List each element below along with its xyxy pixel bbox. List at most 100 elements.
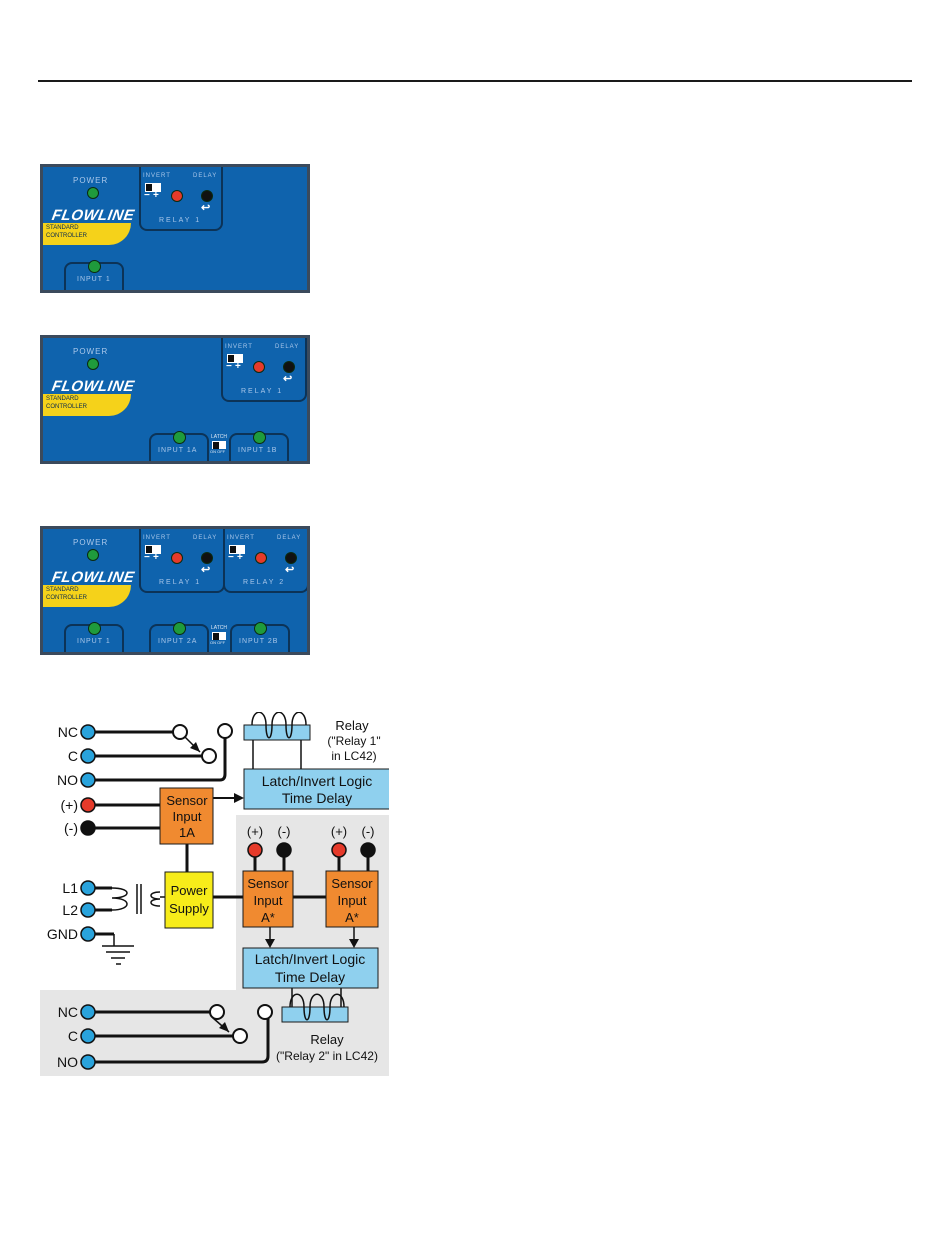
logic-bottom-line2: Time Delay [275, 969, 345, 985]
label-nc-top: NC [58, 724, 78, 740]
relay-label: RELAY 1 [241, 388, 284, 395]
latch-switch[interactable] [212, 632, 226, 640]
input-2a-box: INPUT 2A [149, 622, 209, 652]
terminal-l2 [80, 902, 96, 918]
logic-box-top [243, 768, 392, 810]
ground-icon [102, 934, 134, 965]
wiring-diagram: Latch/Invert Logic Time Delay Sensor Inp… [40, 711, 392, 1076]
arrow-icon [349, 939, 359, 948]
delay-label: DELAY [277, 535, 302, 541]
subtitle-controller: CONTROLLER [46, 404, 88, 410]
contact-circle [209, 1004, 225, 1020]
power-led [87, 549, 99, 561]
sensor-1a-line3: 1A [179, 825, 195, 840]
power-supply-line2: Supply [169, 901, 209, 916]
input-label: INPUT 1 [77, 276, 111, 283]
invert-switch[interactable] [145, 545, 161, 554]
relay-2-coil-winding [289, 993, 345, 1021]
sensor-a2-line2: Input [338, 893, 367, 908]
terminal-nc-bottom [80, 1004, 96, 1020]
minus-label: − [226, 361, 232, 372]
sensor-1a-line2: Input [173, 809, 202, 824]
power-led [87, 358, 99, 370]
relay-2-label-line2: ("Relay 2" in LC42) [276, 1049, 378, 1063]
flowline-logo: FLOWLINE [50, 569, 136, 586]
logic-top-line1: Latch/Invert Logic [262, 773, 373, 789]
label-gnd: GND [47, 926, 78, 942]
logo-swatch [43, 394, 131, 416]
terminal-no-top [80, 772, 96, 788]
invert-switch[interactable] [229, 545, 245, 554]
input-label: INPUT 1 [77, 638, 111, 645]
label-c-top: C [68, 748, 78, 764]
terminal-a2-positive [331, 842, 347, 858]
label-l1: L1 [62, 880, 78, 896]
terminal-c-top [80, 748, 96, 764]
subtitle-standard: STANDARD [46, 225, 79, 231]
relay-1-box: INVERT DELAY − + ↩ RELAY 1 [139, 167, 223, 231]
flowline-logo: FLOWLINE [50, 378, 136, 395]
terminal-no-bottom [80, 1054, 96, 1070]
controller-panel-1: POWER FLOWLINE STANDARD CONTROLLER INVER… [40, 164, 310, 293]
invert-switch[interactable] [145, 183, 161, 192]
delay-knob[interactable] [283, 361, 295, 373]
label-c-bottom: C [68, 1028, 78, 1044]
delay-arrow-icon: ↩ [201, 202, 211, 214]
input-label: INPUT 2B [239, 638, 279, 645]
label-a2-negative: (-) [362, 824, 375, 839]
sensor-a2-line1: Sensor [331, 876, 373, 891]
invert-switch[interactable] [227, 354, 243, 363]
label-no-top: NO [57, 772, 78, 788]
relay-label: RELAY 2 [243, 579, 286, 586]
delay-knob[interactable] [201, 190, 213, 202]
contact-circle [172, 724, 188, 740]
relay-1-box: INVERT DELAY − + ↩ RELAY 1 [139, 529, 225, 593]
input-1-box: INPUT 1 [64, 622, 124, 652]
terminal-gnd [80, 926, 96, 942]
subtitle-standard: STANDARD [46, 396, 79, 402]
relay-2-box: INVERT DELAY − + ↩ RELAY 2 [223, 529, 307, 593]
relay-1-led [171, 552, 183, 564]
relay-1-coil [243, 724, 311, 741]
input-1-led [88, 622, 101, 635]
input-label: INPUT 1B [238, 447, 278, 454]
subtitle-standard: STANDARD [46, 587, 79, 593]
controller-panel-2: POWER FLOWLINE STANDARD CONTROLLER INVER… [40, 335, 310, 464]
terminal-sensor-positive [80, 797, 96, 813]
latch-switch[interactable] [212, 441, 226, 449]
label-nc-bottom: NC [58, 1004, 78, 1020]
minus-label: − [144, 552, 150, 563]
contact-circle [232, 1028, 248, 1044]
invert-label: INVERT [143, 173, 171, 179]
delay-knob[interactable] [285, 552, 297, 564]
delay-knob[interactable] [201, 552, 213, 564]
relay-1-label-line3: in LC42) [331, 749, 376, 763]
power-label: POWER [73, 176, 109, 185]
delay-arrow-icon: ↩ [201, 564, 211, 576]
delay-arrow-icon: ↩ [285, 564, 295, 576]
relay-label: RELAY 1 [159, 579, 202, 586]
delay-label: DELAY [193, 173, 218, 179]
logic-top-line2: Time Delay [282, 790, 352, 806]
terminal-a2-negative [360, 842, 376, 858]
relay-1-label-line2: ("Relay 1" [327, 734, 380, 748]
latch-label: LATCH [211, 625, 228, 631]
contact-circle [217, 723, 233, 739]
input-1a-led [173, 431, 186, 444]
header-rule [38, 80, 912, 82]
terminal-sensor-negative [80, 820, 96, 836]
plus-label: + [153, 190, 159, 201]
sensor-input-1a [159, 787, 214, 845]
input-1b-led [253, 431, 266, 444]
subtitle-controller: CONTROLLER [46, 595, 88, 601]
invert-label: INVERT [227, 535, 255, 541]
latch-onoff-label: ON OFF [210, 449, 226, 454]
terminal-l1 [80, 880, 96, 896]
relay-2-coil [281, 1006, 349, 1023]
sensor-a1-line3: A* [261, 910, 275, 925]
plus-label: + [235, 361, 241, 372]
invert-label: INVERT [225, 344, 253, 350]
label-sensor-negative: (-) [64, 820, 78, 836]
label-a1-negative: (-) [278, 824, 291, 839]
label-sensor-positive: (+) [61, 797, 79, 813]
